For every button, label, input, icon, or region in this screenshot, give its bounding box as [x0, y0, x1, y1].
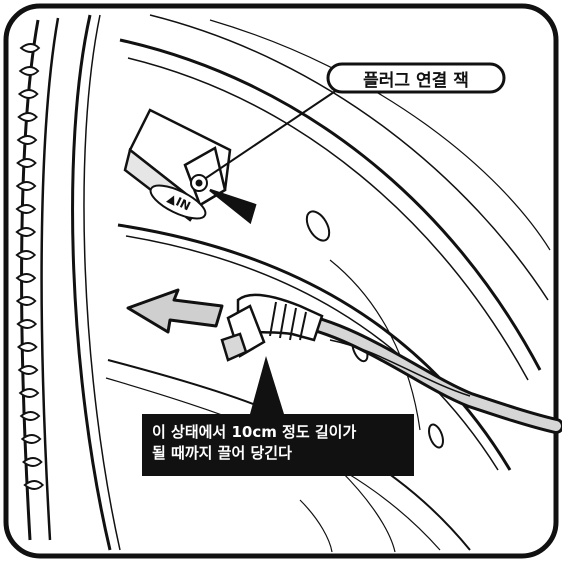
- rim-tooth: [23, 458, 41, 466]
- plug-jack-socket: [191, 175, 207, 191]
- rim-tooth: [20, 67, 38, 75]
- instruction-line-1: 이 상태에서 10cm 정도 길이가: [152, 422, 406, 443]
- rim-tooth: [22, 435, 40, 443]
- instruction-line-2: 될 때까지 끌어 당긴다: [152, 443, 406, 464]
- rim-tooth: [17, 205, 35, 213]
- rim-tooth: [21, 412, 39, 420]
- rim-tooth: [18, 159, 36, 167]
- instruction-callout: 이 상태에서 10cm 정도 길이가 될 때까지 끌어 당긴다: [142, 414, 414, 476]
- rim-tooth: [25, 481, 43, 489]
- rim-tooth: [19, 90, 37, 98]
- rim-tooth: [17, 297, 35, 305]
- rim-tooth: [18, 343, 36, 351]
- rim-tooth: [17, 274, 35, 282]
- rim-tooth: [21, 44, 39, 52]
- rim-tooth: [17, 228, 35, 236]
- rim-tooth: [20, 389, 38, 397]
- rim-tooth: [17, 182, 35, 190]
- rim-tooth: [18, 320, 36, 328]
- jack-label: 플러그 연결 잭: [328, 64, 504, 92]
- rim-tooth: [19, 113, 37, 121]
- rim-tooth: [19, 366, 37, 374]
- rim-tooth: [18, 136, 36, 144]
- rim-tooth: [17, 251, 35, 259]
